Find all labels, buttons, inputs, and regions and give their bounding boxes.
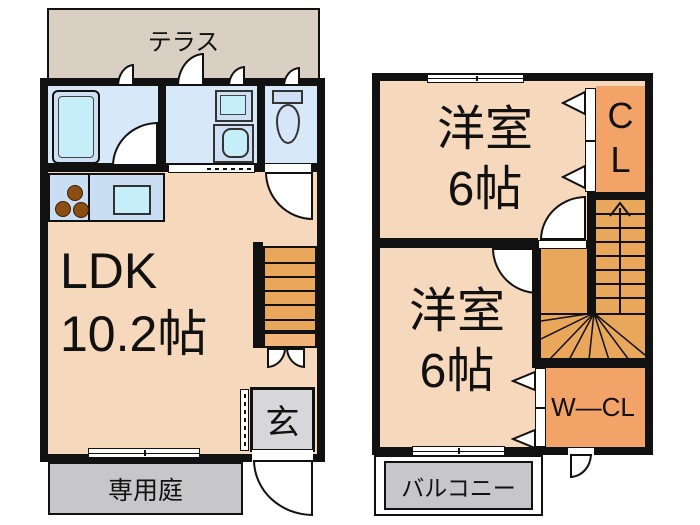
window-swing-icon — [570, 454, 592, 478]
door-opening — [265, 164, 311, 172]
balcony-area: バルコニー — [384, 461, 533, 510]
garden-area: 専用庭 — [48, 462, 243, 515]
walkin-closet-label: W―CL — [551, 392, 635, 422]
entrance-area: 玄 — [250, 387, 315, 452]
kitchen-sink — [113, 185, 151, 215]
ldk-label: LDK 10.2帖 — [60, 243, 208, 362]
wall-divider — [532, 248, 541, 368]
up-arrow-icon — [609, 201, 631, 217]
stair-landing-2f — [541, 249, 587, 313]
washbasin — [215, 90, 253, 122]
entrance-door-swing-icon — [253, 460, 313, 516]
door-opening — [252, 450, 313, 462]
wall-divider — [257, 86, 265, 166]
stair-landing — [263, 332, 317, 348]
terrace-label: テラス — [147, 29, 220, 56]
wall-divider — [380, 238, 538, 248]
sliding-window — [427, 74, 524, 83]
staircase-1f — [263, 246, 317, 332]
sliding-window — [88, 448, 200, 458]
wall-divider — [158, 86, 166, 166]
toilet-tank — [272, 90, 303, 104]
toilet-bowl — [276, 104, 300, 144]
walkin-closet-area: W―CL — [541, 368, 645, 447]
stair-wall — [253, 242, 263, 348]
vanity-basin — [213, 124, 254, 163]
staircase-2f — [596, 200, 645, 313]
stove-burner — [55, 201, 71, 217]
room-upper-label: 洋室 6帖 — [436, 103, 533, 216]
winder-stairs — [541, 313, 645, 360]
winder-fan-icon — [541, 313, 645, 360]
sliding-door — [168, 164, 255, 173]
door-opening — [568, 448, 594, 456]
stove-burner — [73, 202, 89, 218]
garden-label: 専用庭 — [107, 476, 183, 505]
wall-divider — [532, 358, 645, 368]
door-threshold — [538, 240, 587, 249]
stair-wall — [587, 200, 596, 313]
sliding-door — [240, 389, 249, 451]
room-lower-label: 洋室 6帖 — [408, 285, 505, 398]
balcony-label: バルコニー — [401, 474, 516, 501]
closet-area: C L — [596, 86, 645, 192]
stove-burner — [67, 185, 83, 201]
folding-door — [585, 88, 596, 192]
folding-door-icon — [511, 370, 536, 450]
folding-door-icon — [561, 90, 586, 190]
window-swing-icon — [283, 67, 300, 86]
bathtub — [52, 90, 100, 164]
entrance-label: 玄 — [265, 404, 300, 442]
wall-divider — [587, 192, 645, 202]
kitchen-counter — [48, 173, 165, 222]
folding-door — [535, 368, 546, 447]
closet-label: C L — [607, 95, 634, 180]
